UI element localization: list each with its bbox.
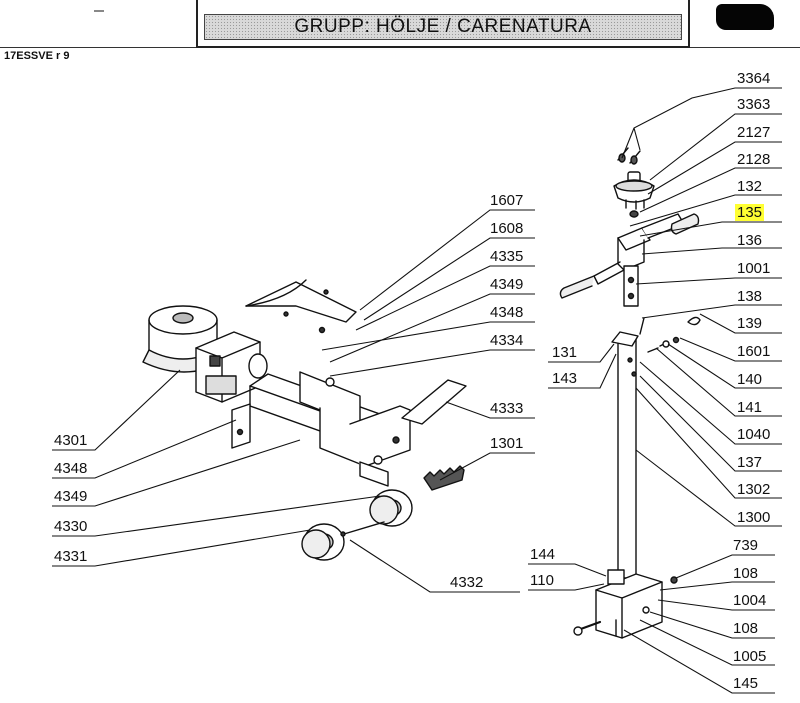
label-4331: 4331 [54,548,88,565]
label-141: 141 [737,399,763,416]
label-135-highlighted: 135 [735,204,765,221]
label-1004: 1004 [733,592,767,609]
scan-mark [94,10,104,12]
wheels [301,489,413,561]
header-rule-left [0,47,196,48]
label-139: 139 [737,315,763,332]
label-4349-mid: 4349 [490,276,524,293]
label-1607: 1607 [490,192,524,209]
label-137: 137 [737,454,763,471]
label-4335: 4335 [490,248,524,265]
label-1301: 1301 [490,435,524,452]
label-2127: 2127 [737,124,771,141]
label-1300: 1300 [737,509,771,526]
draw-bar-tube [573,316,701,639]
label-140: 140 [737,371,763,388]
label-4349-left: 4349 [54,488,88,505]
label-145: 145 [733,675,759,692]
label-4334: 4334 [490,332,524,349]
label-4330: 4330 [54,518,88,535]
label-739: 739 [733,537,759,554]
label-3364: 3364 [737,70,771,87]
label-144: 144 [530,546,556,563]
label-4301: 4301 [54,432,88,449]
header-frame: GRUPP: HÖLJE / CARENATURA [196,0,690,48]
label-4348-mid: 4348 [490,304,524,321]
label-132: 132 [737,178,763,195]
label-136: 136 [737,232,763,249]
label-1302: 1302 [737,481,771,498]
document-code: 17ESSVE r 9 [4,50,70,62]
label-2128: 2128 [737,151,771,168]
label-108-upper: 108 [733,565,759,582]
header-rule-right [690,47,800,48]
label-1005: 1005 [733,648,767,665]
label-108-lower: 108 [733,620,759,637]
label-1040: 1040 [737,426,771,443]
label-138: 138 [737,288,763,305]
chassis-frame [231,279,467,491]
label-110: 110 [530,572,554,589]
leader-lines [52,87,782,694]
label-131: 131 [552,344,578,361]
label-1001: 1001 [737,260,771,277]
label-4333: 4333 [490,400,524,417]
group-title: GRUPP: HÖLJE / CARENATURA [204,14,682,40]
label-4348-left: 4348 [54,460,88,477]
label-1601: 1601 [737,343,771,360]
label-143: 143 [552,370,578,387]
handle-head-assembly [559,147,700,307]
label-1608: 1608 [490,220,524,237]
label-3363: 3363 [737,96,771,113]
label-4332: 4332 [450,574,484,591]
redacted-logo [716,4,774,30]
